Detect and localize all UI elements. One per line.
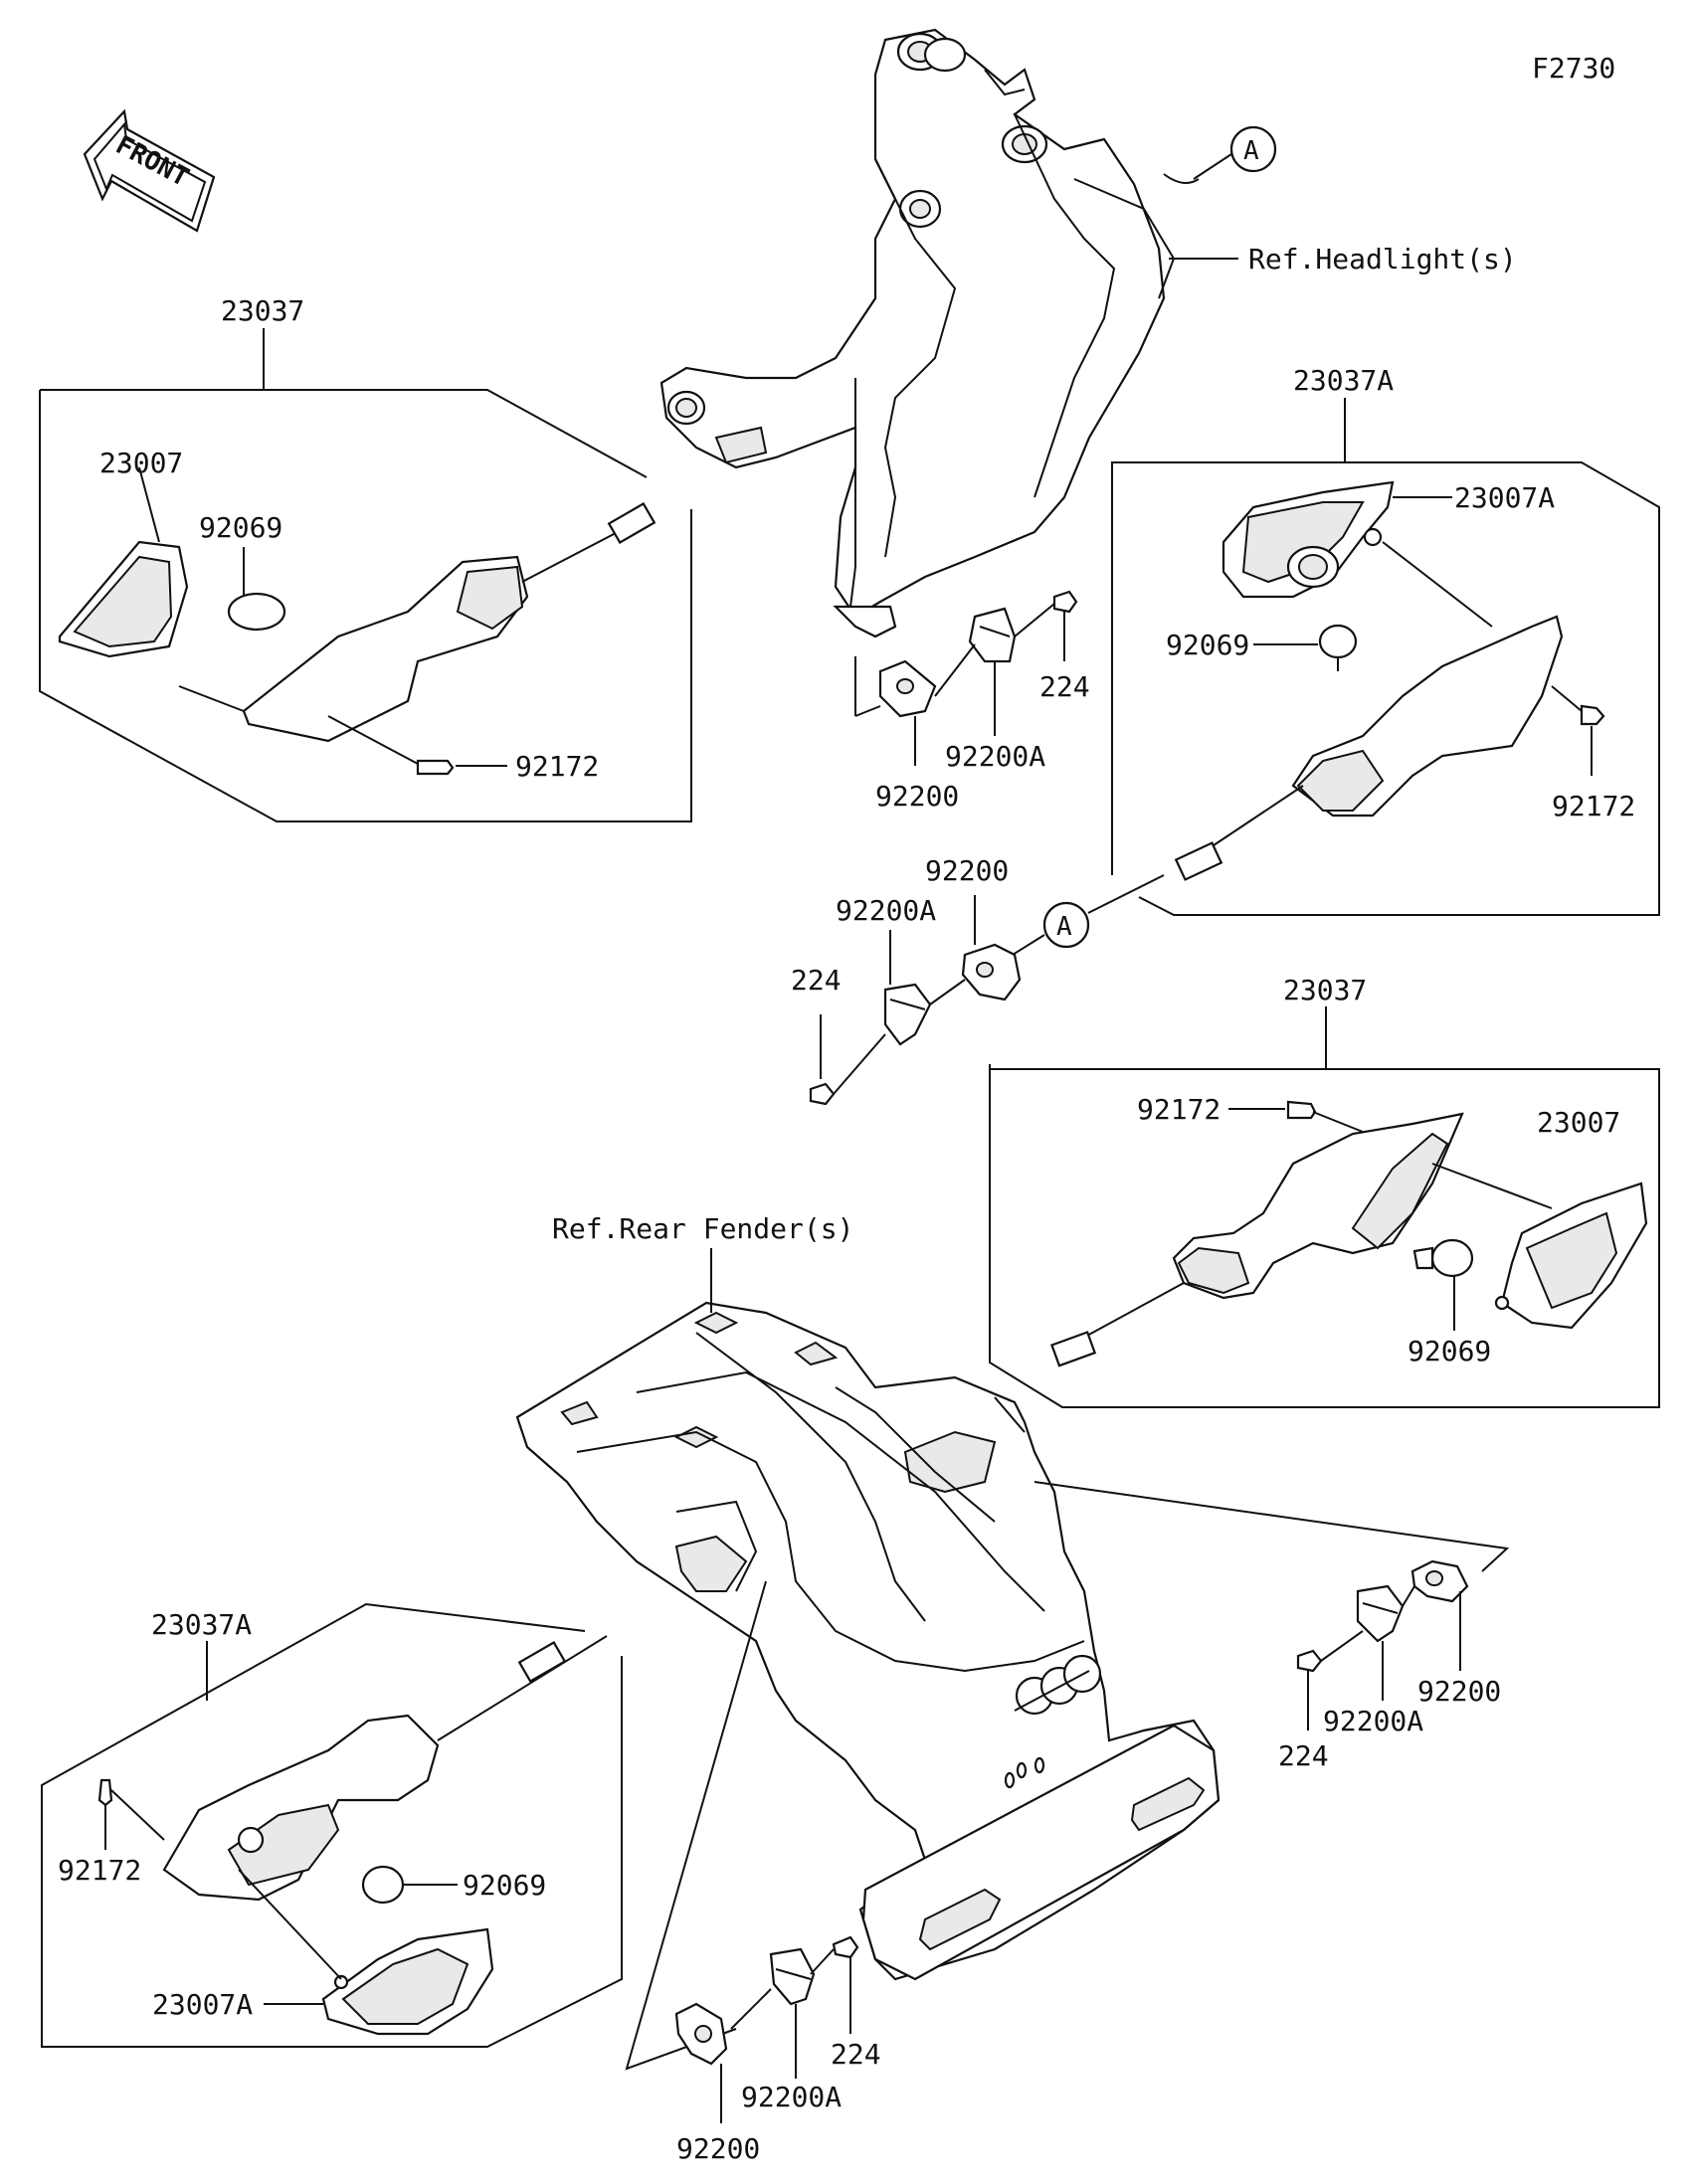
- label-23007-rear-right: 23007: [1537, 1106, 1620, 1139]
- label-92200-bottom: 92200: [676, 2132, 760, 2165]
- label-23037-front-left: 23037: [221, 294, 304, 327]
- callout-a-middle: A: [1004, 874, 1165, 961]
- ref-headlight-label: Ref.Headlight(s): [1248, 243, 1517, 275]
- front-right-turn-signal-group: [1111, 398, 1660, 916]
- bottom-plate-group: [625, 1580, 859, 2123]
- label-23037a-front-right: 23037A: [1293, 364, 1394, 397]
- label-224-bottom: 224: [831, 2038, 881, 2071]
- label-23007-front-left: 23007: [99, 447, 183, 479]
- label-92200a-top: 92200A: [945, 740, 1045, 773]
- label-23007a-rear-left: 23007A: [152, 1988, 253, 2021]
- label-92200a-rear-right: 92200A: [1323, 1705, 1423, 1737]
- label-92172-front-right: 92172: [1552, 790, 1635, 822]
- label-224-top: 224: [1039, 670, 1090, 703]
- rear-fender: [515, 1248, 1221, 1981]
- label-224-rear-right: 224: [1278, 1739, 1329, 1772]
- label-92200a-middle: 92200A: [836, 894, 936, 927]
- front-arrow-icon: FRONT: [83, 108, 216, 233]
- callout-a-top: A: [1163, 125, 1277, 184]
- label-23037-rear-right: 23037: [1283, 974, 1367, 1006]
- label-23037a-rear-left: 23037A: [151, 1608, 252, 1641]
- label-23007a-front-right: 23007A: [1454, 481, 1555, 514]
- label-92172-rear-right: 92172: [1137, 1093, 1221, 1126]
- label-92069-front-left: 92069: [199, 511, 282, 544]
- front-left-turn-signal-group: [39, 328, 692, 822]
- label-92200-rear-right: 92200: [1417, 1675, 1501, 1708]
- rear-right-turn-signal-group: [989, 1006, 1660, 1408]
- label-224-middle: 224: [791, 964, 842, 997]
- middle-plate-group: [809, 895, 1022, 1106]
- svg-text:A: A: [1243, 136, 1259, 166]
- label-92200-middle: 92200: [925, 854, 1009, 887]
- rear-left-turn-signal-group: [41, 1602, 623, 2048]
- headlight-bracket: [659, 28, 1238, 638]
- figure-code: F2730: [1532, 52, 1615, 85]
- label-92069-rear-left: 92069: [463, 1869, 546, 1902]
- label-92200-top: 92200: [875, 780, 959, 813]
- label-92172-rear-left: 92172: [58, 1854, 141, 1887]
- label-92172-front-left: 92172: [515, 750, 599, 783]
- svg-text:A: A: [1056, 912, 1072, 942]
- label-92069-rear-right: 92069: [1408, 1335, 1491, 1367]
- label-92200a-bottom: 92200A: [741, 2081, 842, 2113]
- rear-right-plate-group: [1033, 1481, 1510, 1730]
- label-92069-front-right: 92069: [1166, 629, 1249, 661]
- top-plate-group: [854, 590, 1078, 766]
- ref-rear-fender-label: Ref.Rear Fender(s): [552, 1212, 853, 1245]
